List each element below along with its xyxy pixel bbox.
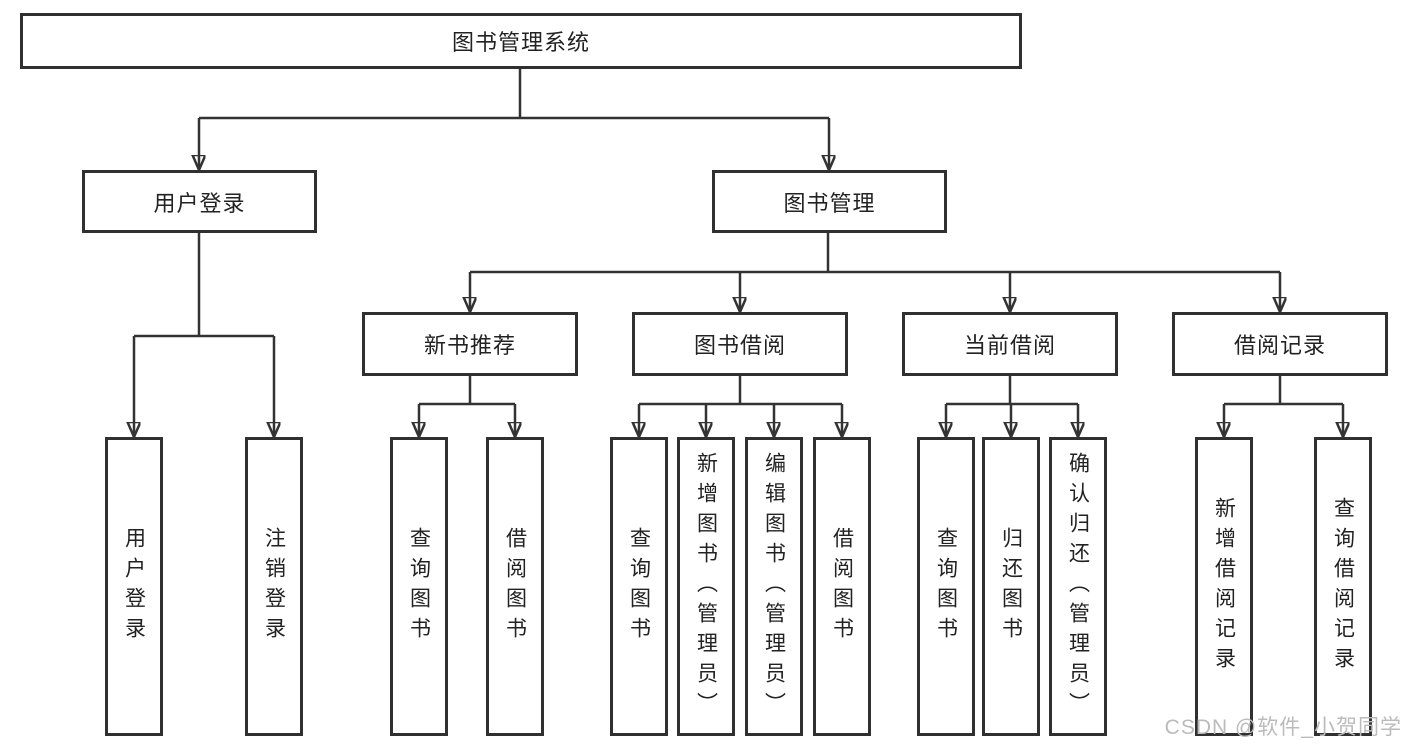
- node-label: 借阅图书: [830, 526, 854, 647]
- node-user-login: 用户登录: [82, 170, 317, 233]
- leaf-borrow-books-recommend: 借阅图书: [486, 437, 544, 736]
- node-label: 新增图书（管理员）: [694, 451, 718, 722]
- leaf-edit-books-admin: 编辑图书（管理员）: [745, 437, 803, 736]
- leaf-add-borrow-record: 新增借阅记录: [1195, 437, 1253, 736]
- node-label: 查询图书: [407, 526, 431, 647]
- node-label: 新书推荐: [423, 333, 516, 358]
- node-new-book-recommend: 新书推荐: [362, 312, 578, 376]
- node-book-management: 图书管理: [712, 170, 947, 233]
- leaf-query-books-borrow: 查询图书: [610, 437, 668, 736]
- node-label: 编辑图书（管理员）: [762, 451, 786, 722]
- node-current-borrow: 当前借阅: [902, 312, 1118, 376]
- node-label: 用户登录: [122, 526, 146, 647]
- node-label: 新增借阅记录: [1212, 496, 1236, 677]
- node-label: 图书管理系统: [451, 30, 590, 55]
- node-label: 查询图书: [627, 526, 651, 647]
- node-label: 确认归还（管理员）: [1066, 451, 1090, 722]
- node-book-borrow: 图书借阅: [632, 312, 848, 376]
- node-label: 注销登录: [262, 526, 286, 647]
- connector-bus-lines: [134, 68, 1343, 406]
- leaf-user-login: 用户登录: [105, 437, 163, 736]
- leaf-confirm-return-admin: 确认归还（管理员）: [1049, 437, 1107, 736]
- node-root-library-system: 图书管理系统: [20, 13, 1022, 69]
- leaf-borrow-books: 借阅图书: [813, 437, 871, 736]
- csdn-watermark: CSDN @软件_小贺同学: [1164, 716, 1402, 739]
- node-borrow-records: 借阅记录: [1172, 312, 1388, 376]
- node-label: 用户登录: [153, 190, 246, 216]
- node-label: 查询借阅记录: [1331, 496, 1355, 677]
- leaf-return-books: 归还图书: [982, 437, 1040, 736]
- node-label: 归还图书: [999, 526, 1023, 647]
- leaf-query-books-recommend: 查询图书: [390, 437, 448, 736]
- leaf-query-borrow-record: 查询借阅记录: [1314, 437, 1372, 736]
- node-label: 查询图书: [934, 526, 958, 647]
- leaf-add-books-admin: 新增图书（管理员）: [677, 437, 735, 736]
- leaf-logout: 注销登录: [245, 437, 303, 736]
- leaf-query-books-current: 查询图书: [917, 437, 975, 736]
- node-label: 图书管理: [783, 190, 876, 216]
- node-label: 借阅图书: [503, 526, 527, 647]
- node-label: 当前借阅: [963, 333, 1056, 358]
- node-label: 图书借阅: [693, 333, 786, 358]
- node-label: 借阅记录: [1233, 333, 1326, 358]
